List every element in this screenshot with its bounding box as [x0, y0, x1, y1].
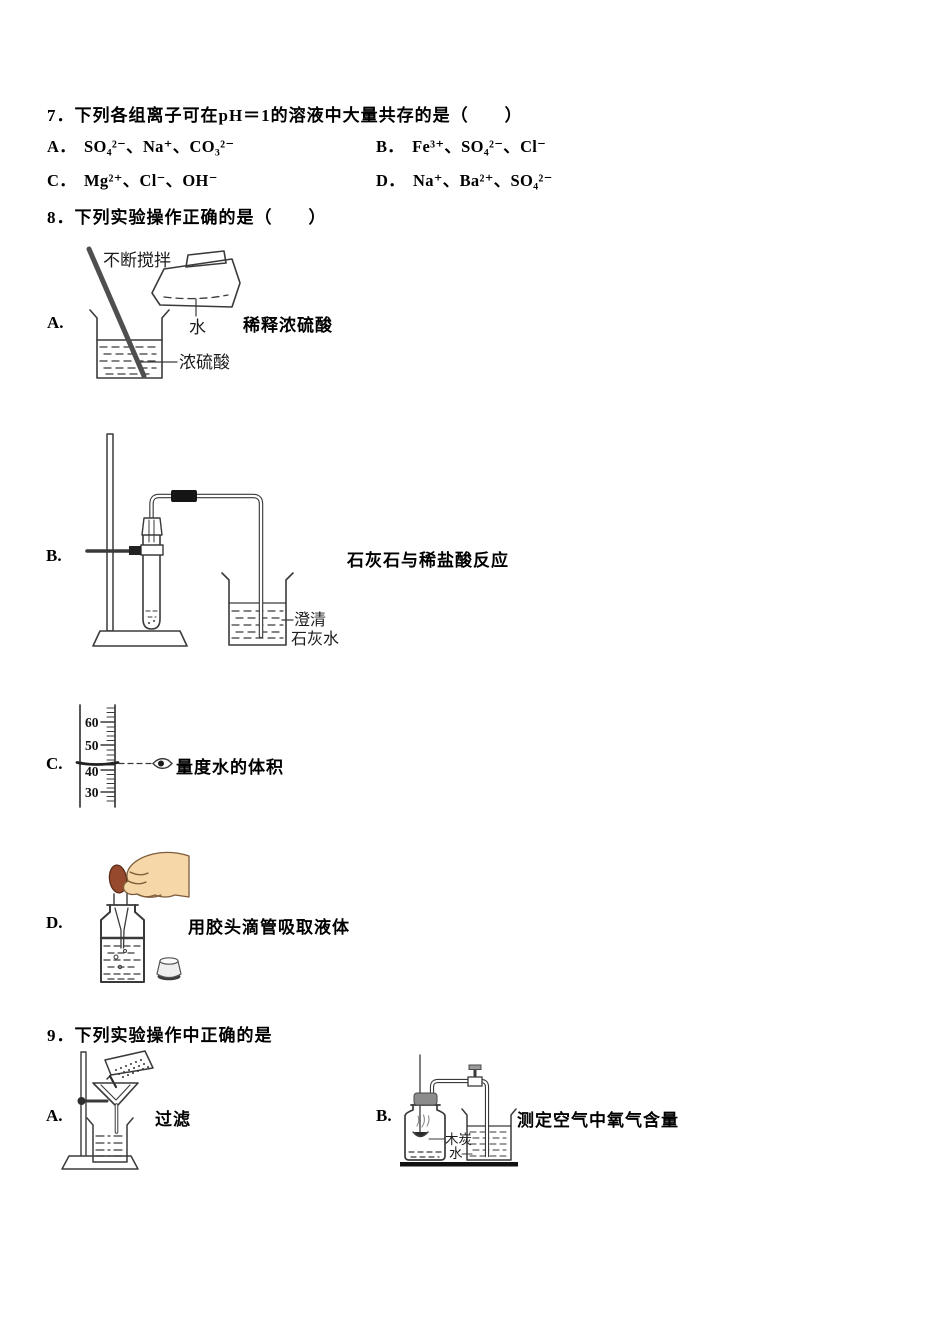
- dropper-tube: [113, 893, 128, 906]
- bench-line: [400, 1162, 518, 1167]
- stand-rod: [106, 433, 114, 632]
- diagram-limestone-hcl: 澄清 石灰水: [85, 433, 339, 648]
- q9-option-b-caption: 测定空气中氧气含量: [517, 1111, 679, 1130]
- q7-option-b: B．Fe³⁺、SO₄²⁻、Cl⁻: [376, 137, 547, 156]
- q8-option-c-caption: 量度水的体积: [176, 758, 284, 777]
- beaker: [89, 309, 170, 379]
- acid-label: 浓硫酸: [179, 353, 230, 372]
- scale-30: 30: [85, 785, 99, 800]
- q8-option-d-caption: 用胶头滴管吸取液体: [188, 918, 350, 937]
- limewater-label-1: 澄清: [294, 611, 326, 629]
- q9-option-a-caption: 过滤: [155, 1110, 191, 1129]
- pouring-beaker: [104, 1050, 154, 1076]
- hand: [122, 851, 190, 898]
- q9-option-b-letter: B.: [376, 1106, 392, 1125]
- stopper: [141, 517, 163, 536]
- diagram-filtration: [61, 1050, 154, 1170]
- q8-option-b-letter: B.: [46, 546, 62, 565]
- ground-stopper: [156, 957, 182, 981]
- q8-option-c-letter: C.: [46, 754, 63, 773]
- limewater-label-2: 石灰水: [291, 630, 339, 648]
- water-container: [151, 258, 241, 308]
- q8-option-a-caption: 稀释浓硫酸: [243, 316, 333, 335]
- water-container-top: [185, 250, 227, 268]
- pour-stream: [108, 1074, 118, 1089]
- q7-option-a: A．SO₄²⁻、Na⁺、CO₃²⁻: [47, 137, 235, 156]
- receiving-beaker: [86, 1117, 134, 1163]
- dropper-cone: [114, 907, 129, 949]
- meniscus: [75, 761, 120, 766]
- stir-label: 不断搅拌: [103, 251, 171, 270]
- funnel: [92, 1082, 139, 1106]
- charcoal-label: 木炭: [445, 1132, 472, 1147]
- combustion-spoon: [412, 1131, 429, 1138]
- tube-clamp: [140, 544, 164, 556]
- question-9-stem: 9．下列实验操作中正确的是: [47, 1026, 273, 1045]
- q8-option-a-letter: A.: [47, 313, 64, 332]
- diagram-dilute-acid: 不断搅拌 水 浓硫酸: [86, 246, 241, 379]
- scale-60: 60: [85, 715, 99, 730]
- scale-50: 50: [85, 738, 99, 753]
- limewater-beaker: [221, 572, 294, 646]
- q9-option-a-letter: A.: [46, 1106, 63, 1125]
- rubber-connector: [171, 490, 197, 502]
- glass-rod: [86, 246, 147, 379]
- stand-base: [92, 630, 188, 647]
- question-8-number: 8．: [47, 208, 75, 227]
- diagram-graduated-cylinder: 60 50 40 30: [75, 704, 174, 808]
- scale-40: 40: [85, 764, 99, 779]
- question-9-number: 9．: [47, 1026, 75, 1045]
- reagent-bottle: [100, 904, 145, 983]
- question-7-stem: 7．下列各组离子可在pH＝1的溶液中大量共存的是（ ）: [47, 106, 523, 125]
- water-label: 水: [449, 1146, 463, 1161]
- water-beaker: [461, 1108, 517, 1161]
- gas-bottle: [404, 1104, 446, 1161]
- filter-paper: [100, 1084, 131, 1101]
- smoke: [416, 1114, 430, 1128]
- test-tube: [142, 534, 161, 630]
- question-8-stem: 8．下列实验操作正确的是（ ）: [47, 208, 327, 227]
- q8-option-d-letter: D.: [46, 913, 63, 932]
- diagram-oxygen-measure: 木炭 水: [400, 1054, 518, 1167]
- q7-option-d: D．Na⁺、Ba²⁺、SO₄²⁻: [376, 171, 553, 190]
- q8-option-b-caption: 石灰石与稀盐酸反应: [347, 551, 509, 570]
- water-label: 水: [189, 318, 206, 337]
- valve: [467, 1064, 483, 1087]
- eye-icon: [152, 757, 174, 770]
- q7-option-c: C．Mg²⁺、Cl⁻、OH⁻: [47, 171, 218, 190]
- question-7-number: 7．: [47, 106, 75, 125]
- stopper: [413, 1092, 438, 1106]
- diagram-dropper: [99, 851, 190, 983]
